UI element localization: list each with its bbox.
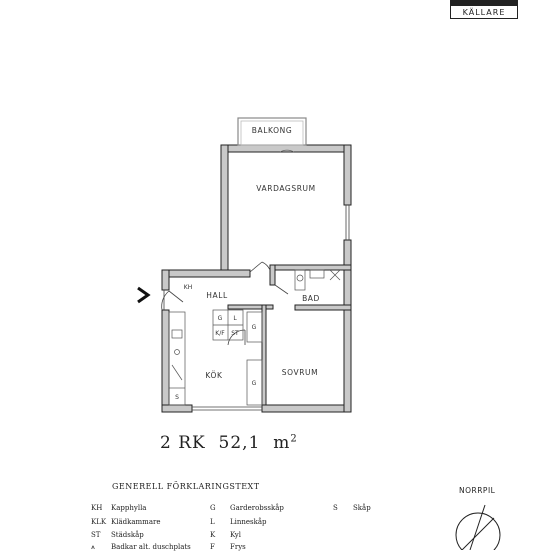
wall-bath-bottom [294, 304, 352, 311]
fixture-label-g: G [218, 315, 223, 322]
summary-rooms: 2 RK [160, 433, 206, 453]
kitchen-counter [168, 311, 186, 406]
summary-unit-sup: 2 [290, 433, 298, 445]
fixture-label-g-hall: G [252, 324, 257, 331]
room-label-balkong: BALKONG [252, 126, 293, 135]
room-label-sovrum: SOVRUM [282, 368, 318, 377]
north-arrow-icon [455, 504, 501, 550]
wall-bottom-left [161, 404, 193, 413]
wall-hall-left-upper [161, 269, 170, 291]
wall-bottom-right [261, 404, 352, 413]
floor-badge: KÄLLARE [450, 0, 518, 19]
fixture-label-s: S [175, 394, 179, 401]
room-label-bad: BAD [302, 294, 320, 303]
closets [212, 309, 263, 406]
bath-fixtures [294, 269, 341, 291]
fixture-label-kf: K/F [215, 330, 225, 337]
entrance-arrow-icon [137, 286, 151, 304]
wall-bath-left [269, 264, 276, 286]
wall-hall-bottom [227, 304, 274, 310]
windows [163, 205, 350, 411]
balcony [237, 117, 307, 153]
floor-badge-bar [450, 0, 518, 6]
room-label-vardagsrum: VARDAGSRUM [256, 184, 315, 193]
room-label-hall: HALL [206, 291, 228, 300]
wall-living-right-upper [343, 144, 352, 206]
fixture-label-st: ST [231, 330, 239, 337]
wall-bedroom-left [261, 304, 267, 406]
bathtub-icon: ⩚ [91, 543, 95, 551]
summary-unit: m [273, 433, 291, 453]
legend-title: GENERELL FÖRKLARINGSTEXT [112, 482, 260, 491]
summary-area: 52,1 [218, 433, 261, 453]
wall-living-top [220, 144, 352, 153]
wall-bath-top [269, 264, 352, 271]
wall-living-right-mid [343, 239, 352, 309]
north-label: NORRPIL [459, 486, 496, 495]
fixture-label-l: L [233, 315, 237, 322]
apartment-summary: 2 RK 52,1 m2 [160, 433, 298, 453]
legend-item: ⩚Badkar alt. duschplats [91, 543, 191, 551]
wall-hall-top [161, 269, 251, 278]
fixture-label-kh: KH [184, 284, 192, 291]
wall-living-left [220, 144, 229, 271]
fixture-label-g-bedroom: G [252, 380, 257, 387]
wall-bedroom-right [343, 307, 352, 413]
wall-kitchen-left [161, 309, 170, 413]
room-label-kok: KÖK [205, 371, 223, 380]
